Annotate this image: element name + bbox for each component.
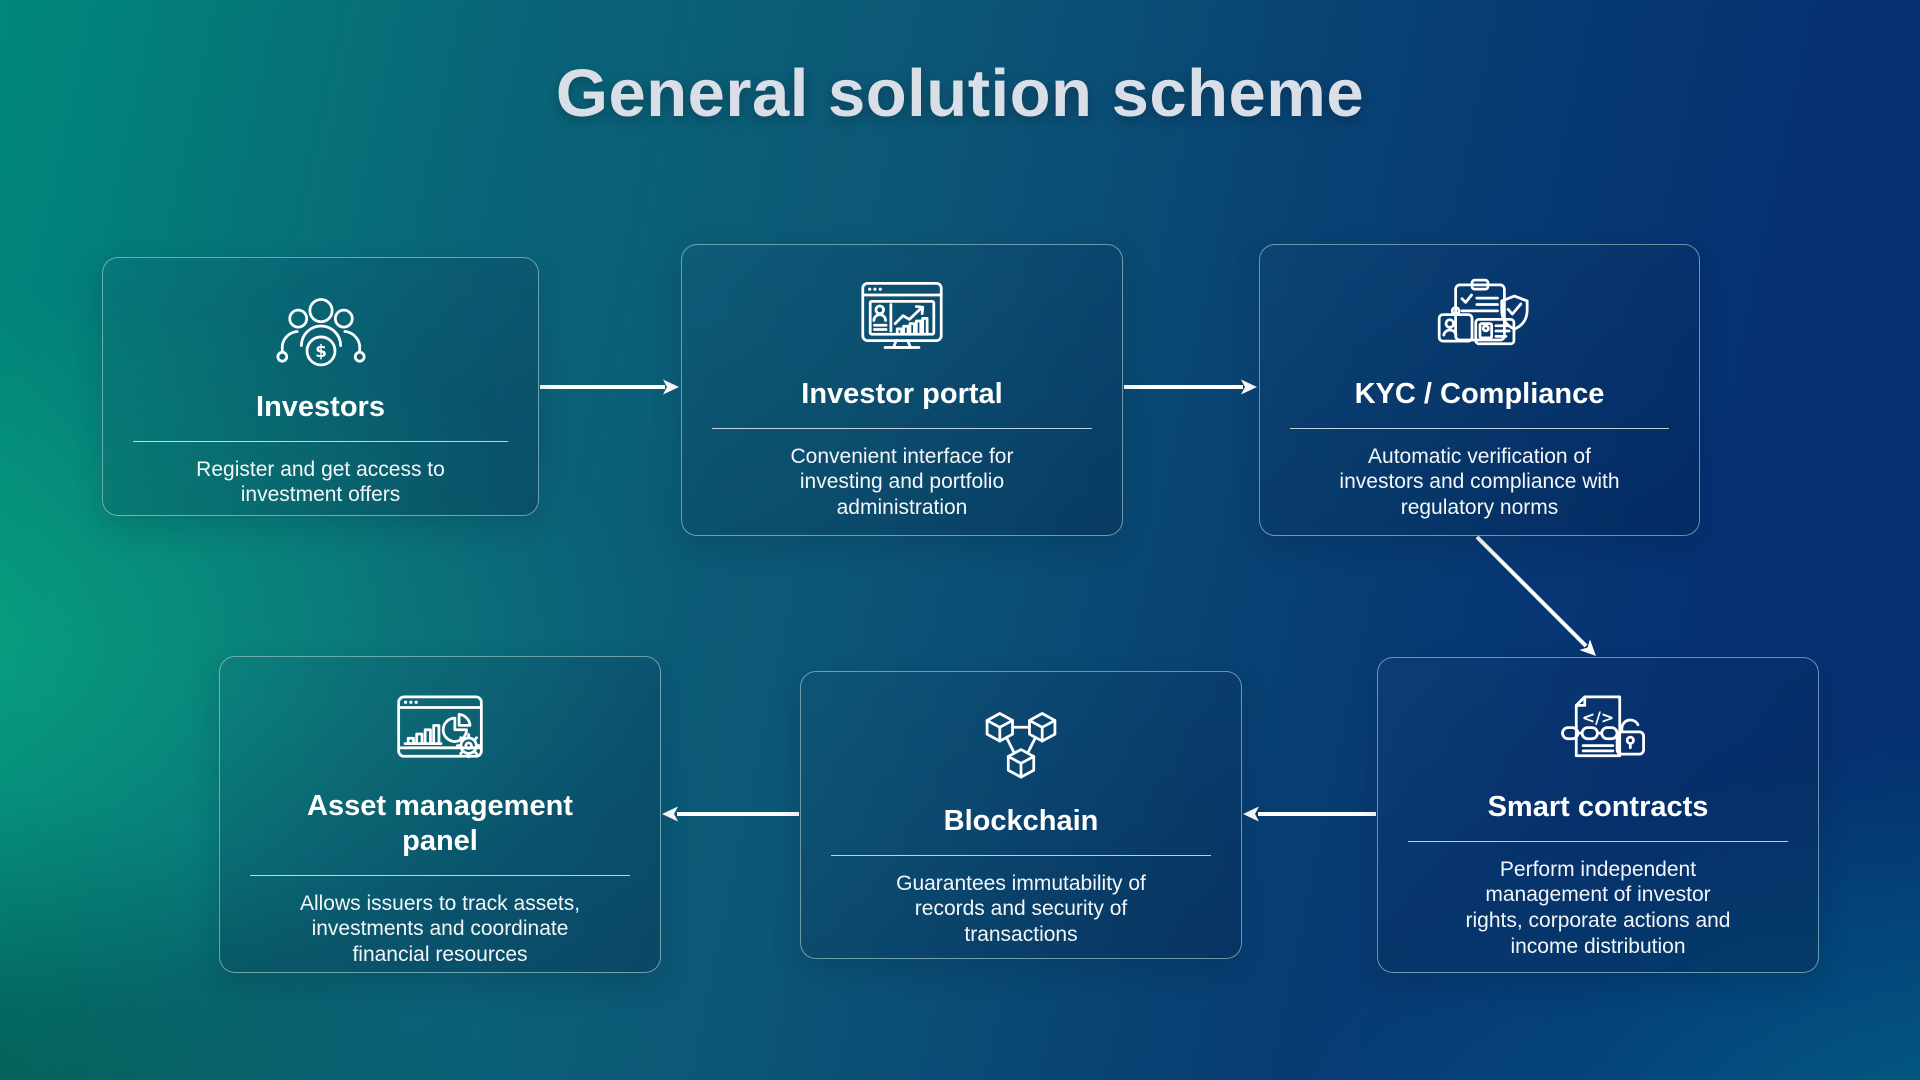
description-line: transactions — [964, 923, 1078, 947]
card-description: Register and get access to investment of… — [196, 457, 445, 508]
card-title: Asset management panel — [307, 790, 573, 857]
description-line: Guarantees immutability of — [896, 871, 1146, 895]
description-line: records and security of — [914, 897, 1128, 921]
card-title: KYC / Compliance — [1354, 378, 1605, 410]
monitor-dashboard-icon — [861, 281, 943, 349]
card-title: Investors — [256, 391, 385, 423]
card-title: Smart contracts — [1487, 791, 1709, 823]
card-description: Guarantees immutability of records and s… — [896, 871, 1146, 948]
description-line: Register and get access to — [196, 457, 445, 481]
card-description: Convenient interface for investing and p… — [791, 444, 1014, 521]
id-verification-shield-icon — [1437, 278, 1529, 346]
description-line: financial resources — [352, 942, 528, 966]
description-line: investments and coordinate — [311, 917, 569, 941]
contract-code-lock-icon: </> — [1561, 695, 1645, 758]
arrow-blockchain-to-asset-panel — [662, 806, 799, 822]
card-divider — [133, 440, 508, 442]
svg-text:$: $ — [315, 341, 327, 361]
card-divider — [250, 874, 630, 876]
card-kyc-compliance: KYC / Compliance Automatic verification … — [1259, 244, 1700, 536]
card-title: Investor portal — [801, 378, 1003, 410]
description-line: investing and portfolio — [799, 470, 1005, 494]
arrow-investor-portal-to-kyc — [1124, 379, 1257, 395]
card-divider — [1408, 840, 1788, 842]
card-divider — [1290, 427, 1669, 429]
description-line: administration — [836, 496, 968, 520]
description-line: regulatory norms — [1400, 496, 1559, 520]
card-blockchain: Blockchain Guarantees immutability of re… — [800, 671, 1242, 959]
arrow-smart-contracts-to-blockchain — [1243, 806, 1376, 822]
description-line: rights, corporate actions and — [1465, 909, 1731, 933]
card-title: Blockchain — [943, 805, 1099, 837]
card-description: Automatic verification of investors and … — [1339, 444, 1619, 521]
svg-text:</>: </> — [1582, 708, 1614, 727]
card-investors: $ Investors Register and get access to i… — [102, 257, 539, 516]
card-investor-portal: Investor portal Convenient interface for… — [681, 244, 1123, 536]
description-line: Allows issuers to track assets, — [299, 891, 581, 915]
description-line: Perform independent — [1499, 857, 1697, 881]
arrow-investors-to-investor-portal — [540, 379, 679, 395]
description-line: investors and compliance with — [1339, 470, 1620, 494]
dashboard-pie-gear-icon — [397, 695, 483, 759]
card-divider — [831, 854, 1211, 856]
card-description: Perform independent management of invest… — [1466, 857, 1731, 959]
description-line: management of investor — [1485, 883, 1711, 907]
page-title: General solution scheme — [555, 56, 1365, 131]
description-line: income distribution — [1510, 934, 1686, 958]
investors-group-dollar-icon: $ — [275, 298, 366, 367]
description-line: investment offers — [240, 483, 401, 507]
description-line: Convenient interface for — [790, 444, 1014, 468]
card-divider — [712, 427, 1092, 429]
card-description: Allows issuers to track assets, investme… — [300, 891, 580, 968]
linked-cubes-icon — [985, 712, 1057, 779]
card-smart-contracts: </> Smart contracts Perform independent … — [1377, 657, 1819, 973]
arrow-kyc-to-smart-contracts — [1475, 535, 1596, 656]
description-line: Automatic verification of — [1368, 444, 1591, 468]
card-asset-management-panel: Asset management panel Allows issuers to… — [219, 656, 661, 973]
